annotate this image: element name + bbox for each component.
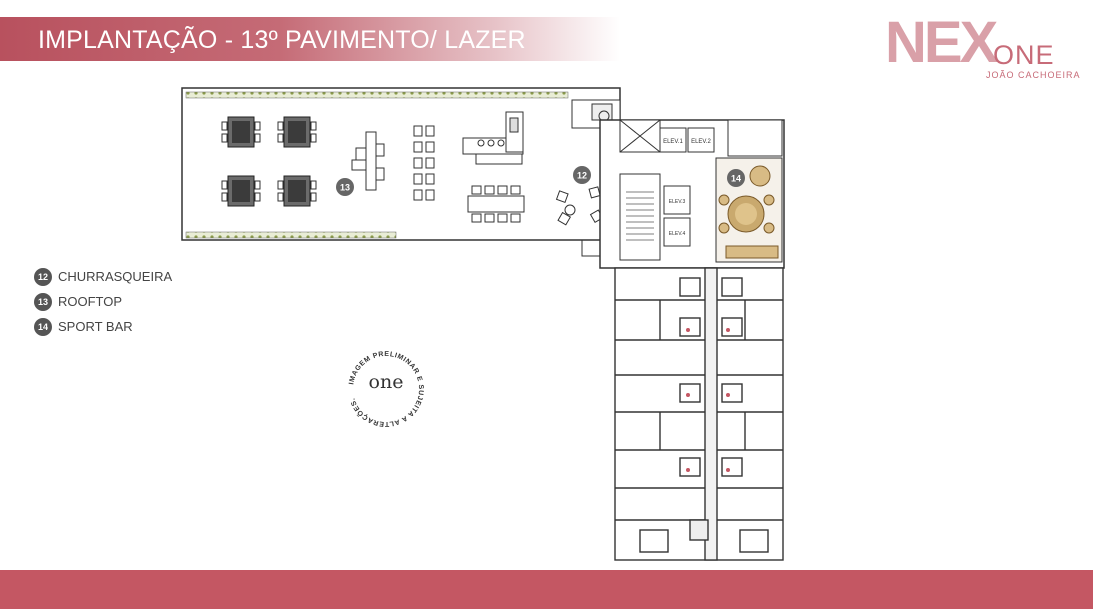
elevator-4-label: ELEV.4 bbox=[669, 231, 686, 237]
legend-item-churrasqueira: 12 CHURRASQUEIRA bbox=[34, 264, 172, 289]
page-title: IMPLANTAÇÃO - 13º PAVIMENTO/ LAZER bbox=[38, 26, 526, 54]
legend-badge: 14 bbox=[34, 317, 52, 336]
residential-wing bbox=[614, 267, 784, 561]
logo-one: ONE bbox=[993, 40, 1055, 70]
legend-item-sport-bar: 14 SPORT BAR bbox=[34, 314, 172, 339]
stamp-ring: IMAGEM PRELIMINAR E SUJEITA A ALTERAÇÕES… bbox=[348, 351, 423, 427]
cross-bench bbox=[351, 131, 385, 191]
sport-bar: 14 bbox=[715, 157, 783, 263]
legend-label: SPORT BAR bbox=[58, 319, 133, 334]
loose-chairs bbox=[555, 186, 604, 226]
preliminary-stamp: IMAGEM PRELIMINAR E SUJEITA A ALTERAÇÕES… bbox=[336, 344, 436, 434]
lounge-tables bbox=[221, 116, 317, 207]
legend: 12 CHURRASQUEIRA 13 ROOFTOP 14 SPORT BAR bbox=[34, 264, 172, 339]
elevator-2-label: ELEV.2 bbox=[691, 139, 711, 145]
legend-badge: 12 bbox=[34, 267, 52, 286]
title-band bbox=[0, 17, 620, 61]
stamp-brand: one bbox=[368, 371, 404, 393]
legend-badge: 13 bbox=[34, 292, 52, 311]
rooftop-area bbox=[181, 87, 621, 257]
marker-14-label: 14 bbox=[731, 174, 741, 184]
marker-13: 13 bbox=[336, 178, 354, 196]
chairs-column bbox=[413, 125, 435, 201]
planter-bottom bbox=[185, 231, 397, 239]
footer-bar bbox=[0, 570, 1093, 609]
legend-item-rooftop: 13 ROOFTOP bbox=[34, 289, 172, 314]
marker-12-label: 12 bbox=[577, 171, 587, 181]
logo-subtitle: JOÃO CACHOEIRA bbox=[986, 70, 1081, 80]
brand-logo: NEX ONE JOÃO CACHOEIRA bbox=[885, 8, 1085, 88]
marker-13-label: 13 bbox=[340, 183, 350, 193]
elevator-3-label: ELEV.3 bbox=[669, 199, 686, 205]
planter-top bbox=[185, 91, 569, 99]
elevator-1-label: ELEV.1 bbox=[663, 139, 683, 145]
barbecue-counter bbox=[462, 111, 524, 165]
legend-label: CHURRASQUEIRA bbox=[58, 269, 173, 284]
marker-12: 12 bbox=[573, 166, 591, 184]
legend-label: ROOFTOP bbox=[58, 294, 123, 309]
wing-accents bbox=[686, 328, 730, 472]
dining-table bbox=[467, 185, 525, 223]
logo-nex: NEX bbox=[885, 10, 998, 75]
